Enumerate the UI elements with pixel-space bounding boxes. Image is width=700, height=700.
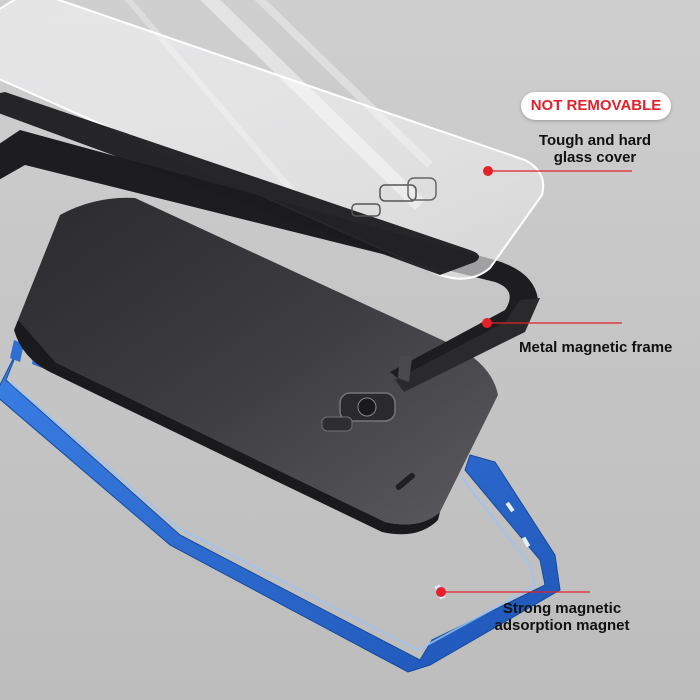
callout-lines: [441, 170, 632, 593]
not-removable-badge: NOT REMOVABLE: [521, 92, 671, 120]
glass-cover-label: Tough and hard glass cover: [538, 132, 652, 166]
glass-back-cover: [0, 0, 545, 280]
glass-callout-dot: [483, 166, 493, 176]
frame-callout-dot: [482, 318, 492, 328]
metal-frame-label: Metal magnetic frame: [519, 339, 673, 356]
magnet-label: Strong magnetic adsorption magnet: [494, 600, 630, 634]
phone-body: [14, 197, 498, 535]
magnet-callout-dot: [436, 587, 446, 597]
